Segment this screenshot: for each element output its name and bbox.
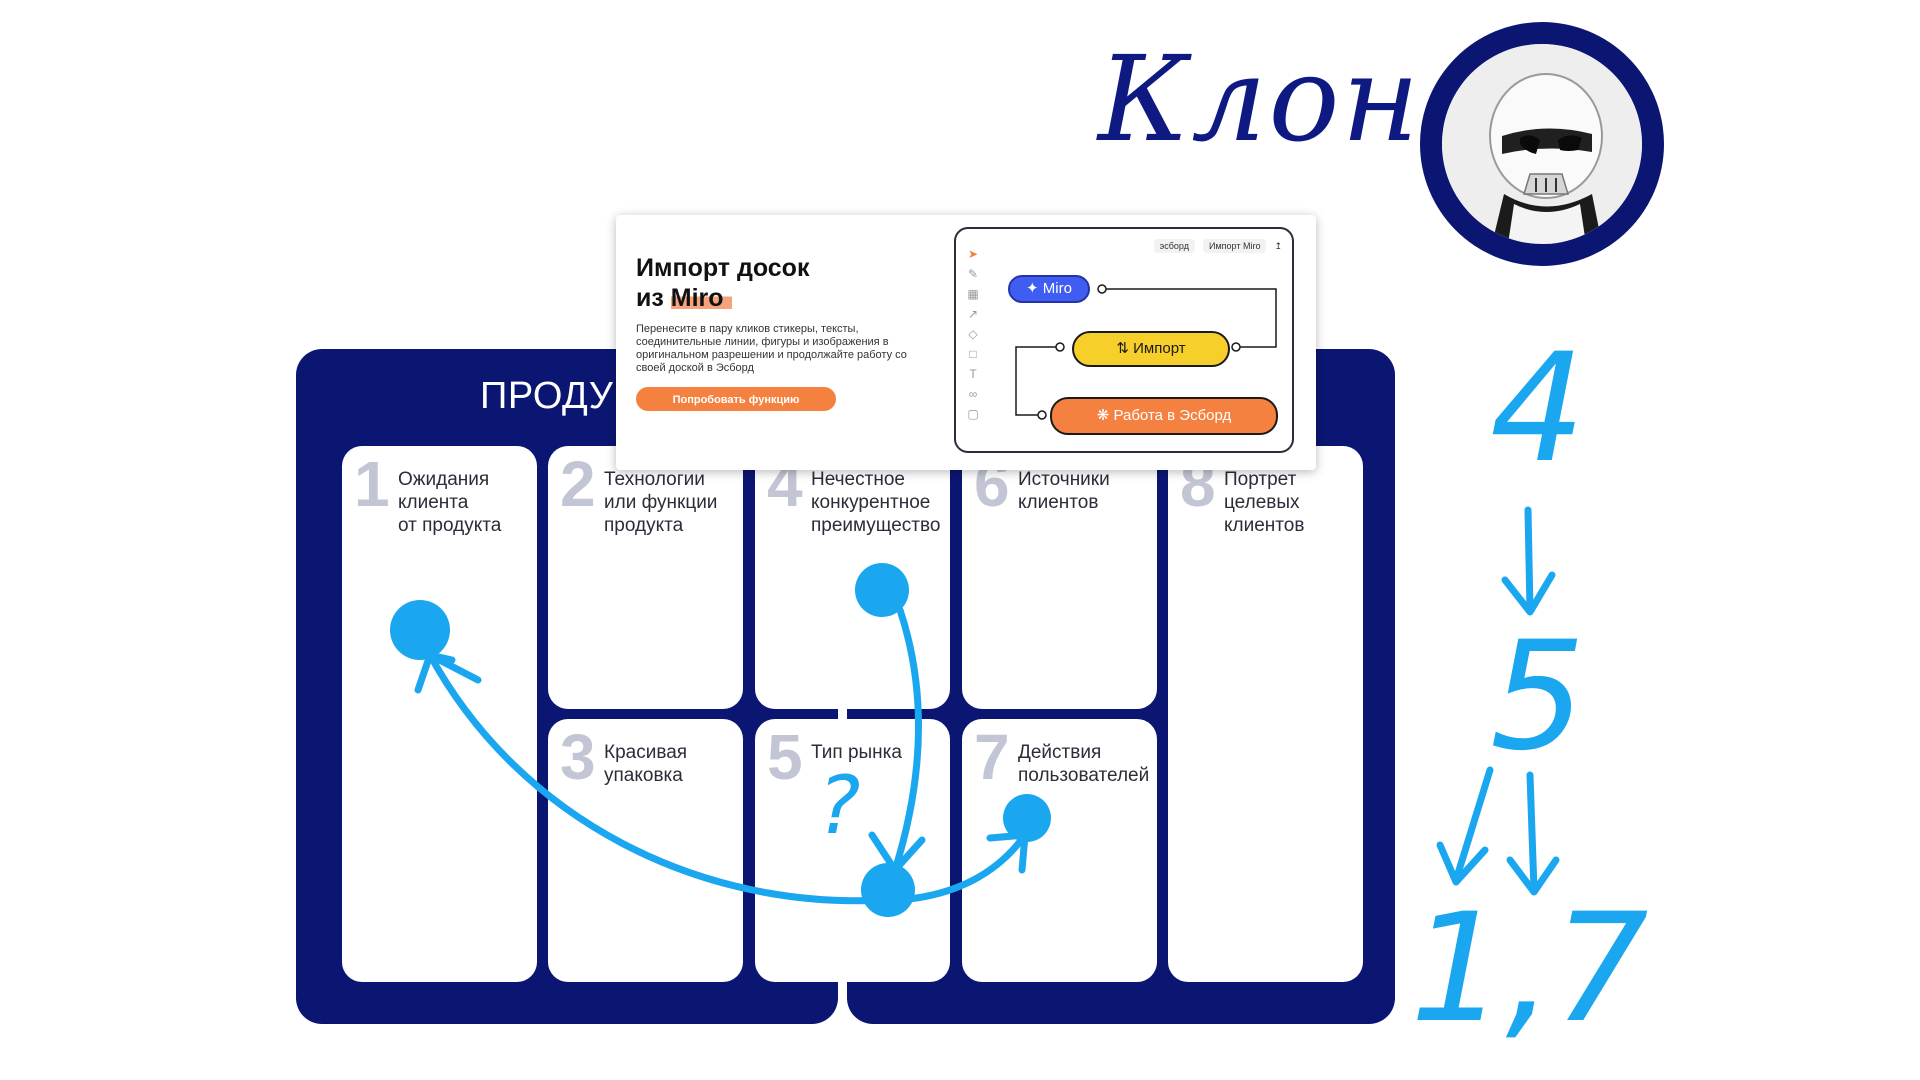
arrow-to-card-7: [896, 831, 1029, 904]
pen-icon[interactable]: ✎: [967, 267, 979, 281]
question-mark: ?: [818, 759, 860, 852]
import-icon: ⇅: [1116, 340, 1129, 357]
import-description: Перенесите в пару кликов стикеры, тексты…: [636, 323, 907, 374]
flow-node-label: Импорт: [1133, 340, 1186, 357]
flow-node-import: ⇅ Импорт: [1072, 331, 1230, 367]
sparkle-icon: ✦: [1026, 280, 1039, 297]
text-icon[interactable]: T: [969, 367, 977, 381]
arrow-head-1b: [426, 651, 482, 684]
crop-icon[interactable]: ▢: [967, 407, 979, 421]
frame-icon[interactable]: ▦: [967, 287, 979, 301]
import-miro-tab[interactable]: Импорт Miro: [1202, 239, 1267, 253]
card-8[interactable]: 8 Портрет целевых клиентов: [1168, 446, 1363, 982]
import-heading: Импорт досок из Miro: [636, 253, 896, 313]
card-number: 2: [560, 448, 596, 520]
flow-node-miro: ✦ Miro: [1008, 275, 1090, 303]
flow-node-label: Miro: [1042, 280, 1072, 297]
card-number: 3: [560, 721, 596, 793]
sequence-step-2: 5: [1490, 610, 1585, 784]
mock-topbar: эсборд Импорт Miro ↥: [1153, 239, 1282, 253]
mock-toolbar: ➤ ✎ ▦ ↗ ◇ □ T ∞ ▢: [962, 247, 984, 421]
arrow-to-card-1: [426, 651, 889, 905]
board-tab[interactable]: эсборд: [1153, 239, 1195, 253]
card-label: Действия пользователей: [1018, 742, 1150, 786]
card-label: Технологии или функции продукта: [604, 469, 718, 536]
handwritten-title: Клон: [1098, 30, 1422, 168]
sequence-step-1: 4: [1490, 322, 1585, 496]
card-number: 5: [767, 721, 803, 793]
arrow-4-to-5: [1524, 506, 1534, 614]
avatar: [1420, 22, 1664, 266]
card-label: Ожидания клиента от продукта: [398, 469, 502, 536]
sparkle-icon: ❋: [1096, 407, 1110, 424]
app-mockup: ➤ ✎ ▦ ↗ ◇ □ T ∞ ▢ эсборд Импорт Miro ↥ ✦…: [954, 227, 1294, 453]
stormtrooper-image: [1442, 44, 1642, 244]
annotation-dot-card-5: [861, 863, 915, 917]
import-promo-card: Импорт досок из Miro Перенесите в пару к…: [616, 215, 1316, 470]
arrow-head-6: [1506, 856, 1560, 896]
card-7[interactable]: 7 Действия пользователей: [962, 719, 1157, 982]
arrow-card4-to-5: [891, 606, 922, 874]
annotation-dot-card-4: [855, 563, 909, 617]
arrow-5-to-1: [1452, 766, 1494, 884]
card-1[interactable]: 1 Ожидания клиента от продукта: [342, 446, 537, 982]
cursor-icon[interactable]: ➤: [967, 247, 979, 261]
annotation-dot-card-7: [1003, 794, 1051, 842]
card-3[interactable]: 3 Красивая упаковка: [548, 719, 743, 982]
card-2[interactable]: 2 Технологии или функции продукта: [548, 446, 743, 709]
sequence-step-3: 1,7: [1410, 882, 1649, 1056]
card-label: Нечестное конкурентное преимущество: [811, 469, 941, 536]
arrow-5-to-7: [1526, 771, 1538, 894]
flow-connectors: [1015, 284, 1277, 420]
card-label: Красивая упаковка: [604, 742, 688, 786]
stormtrooper-helmet-icon: [1442, 44, 1642, 244]
card-number: 1: [354, 448, 390, 520]
card-6[interactable]: 6 Источники клиентов: [962, 446, 1157, 709]
card-label: Портрет целевых клиентов: [1224, 469, 1305, 536]
try-feature-button[interactable]: Попробовать функцию: [636, 387, 836, 411]
arrow-icon[interactable]: ↗: [967, 307, 979, 321]
arrow-head-5: [1436, 841, 1489, 886]
import-heading-line1: Импорт досок: [636, 254, 810, 282]
shapes-icon[interactable]: ◇: [968, 327, 978, 341]
attach-icon[interactable]: ∞: [968, 387, 978, 401]
annotation-dot-card-1: [390, 600, 450, 660]
card-number: 7: [974, 721, 1010, 793]
card-label: Тип рынка: [811, 742, 902, 763]
flow-node-work: ❋ Работа в Эсборд: [1050, 397, 1278, 435]
arrow-head-4: [1501, 571, 1556, 616]
flow-node-label: Работа в Эсборд: [1113, 407, 1232, 424]
card-label: Источники клиентов: [1018, 469, 1110, 513]
sticky-icon[interactable]: □: [969, 347, 977, 361]
import-heading-highlight: Miro: [670, 284, 732, 312]
upload-icon[interactable]: ↥: [1274, 240, 1282, 251]
import-heading-prefix: из: [636, 284, 671, 312]
